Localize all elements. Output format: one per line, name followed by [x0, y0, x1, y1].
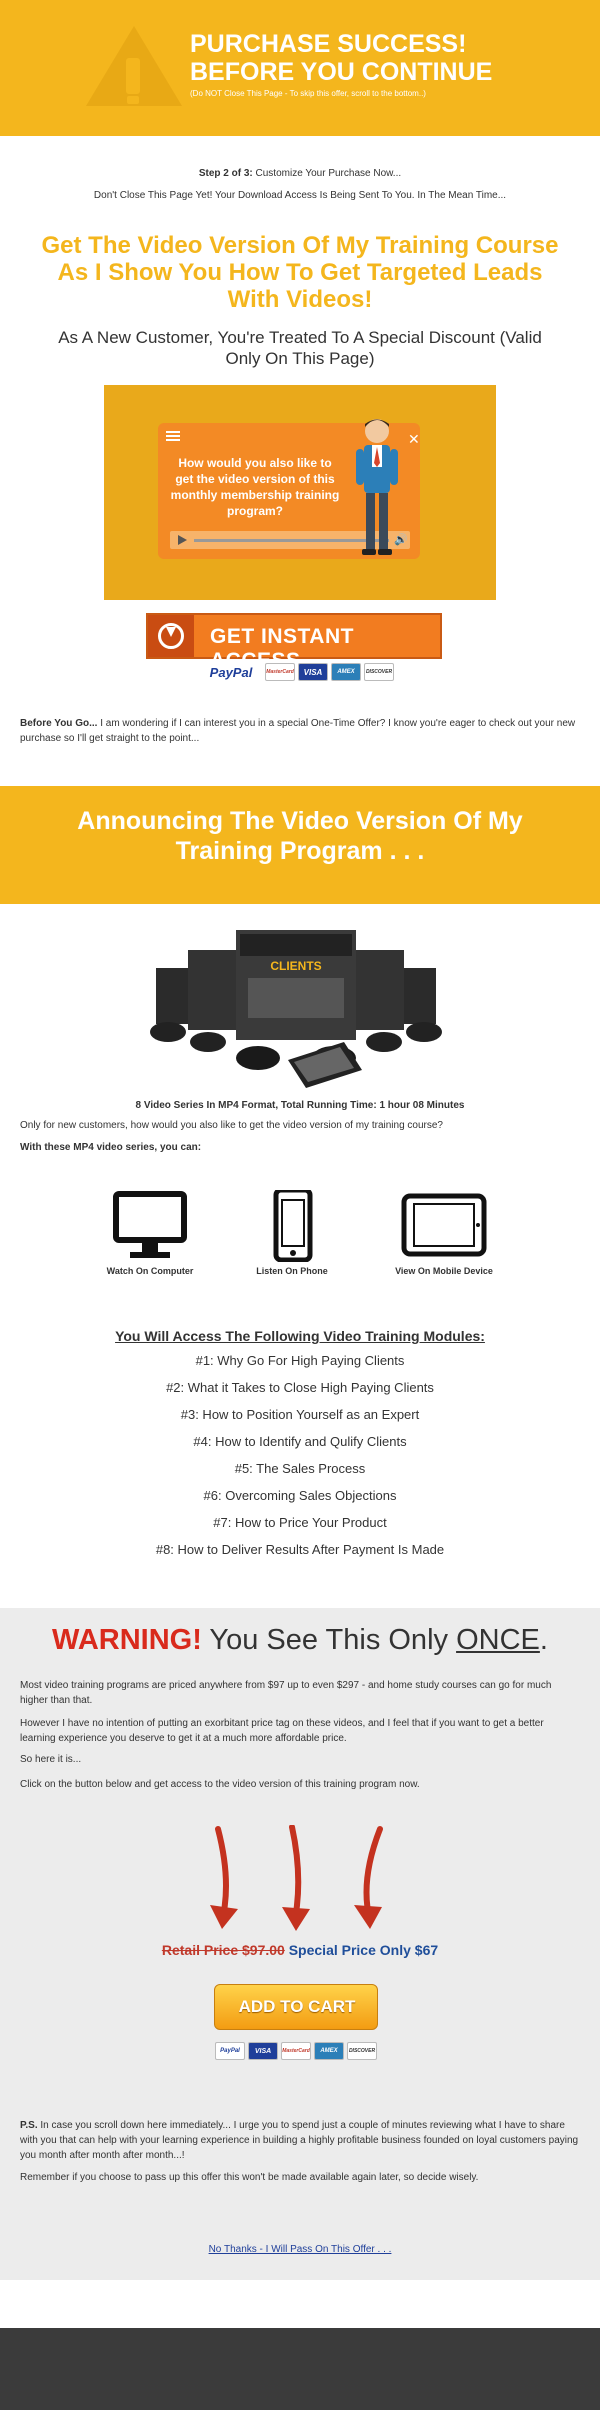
no-thanks-link[interactable]: No Thanks - I Will Pass On This Offer . … — [208, 2244, 392, 2255]
video-slide-text: How would you also like to get the video… — [170, 456, 340, 518]
volume-icon[interactable]: 🔊 — [394, 534, 408, 546]
warning-icon-mark — [126, 58, 140, 94]
module-item: #5: The Sales Process — [234, 1461, 366, 1476]
remember-paragraph: Remember if you choose to pass up this o… — [20, 2172, 479, 2183]
offer-section — [0, 1608, 600, 2280]
payment-cards-top: PayPal MasterCard VISA AMEX DISCOVER — [200, 663, 394, 683]
warning-paragraph-2: However I have no intention of putting a… — [20, 1718, 544, 1744]
add-to-cart-button[interactable]: ADD TO CART — [214, 1984, 378, 2030]
header-banner: PURCHASE SUCCESS! BEFORE YOU CONTINUE (D… — [0, 0, 600, 136]
menu-icon — [166, 431, 180, 443]
header-subtitle: (Do NOT Close This Page - To skip this o… — [190, 89, 426, 98]
computer-icon — [113, 1191, 187, 1258]
warning-paragraph-4: Click on the button below and get access… — [20, 1779, 420, 1790]
warning-icon-dot — [127, 96, 139, 104]
mastercard-logo: MasterCard — [281, 2042, 311, 2060]
mastercard-logo: MasterCard — [265, 663, 295, 681]
header-title: PURCHASE SUCCESS! BEFORE YOU CONTINUE — [190, 30, 493, 86]
module-item: #4: How to Identify and Qulify Clients — [193, 1434, 407, 1449]
video-progress-track[interactable] — [194, 539, 389, 542]
price-line: Retail Price $97.00 Special Price Only $… — [0, 1942, 600, 1958]
with-these-text: With these MP4 video series, you can: — [20, 1142, 202, 1153]
discount-subhead: As A New Customer, You're Treated To A S… — [58, 328, 542, 368]
visa-logo: VISA — [298, 663, 328, 681]
warning-paragraph-3: So here it is... — [20, 1754, 82, 1765]
announce-title: Announcing The Video Version Of My Train… — [77, 807, 523, 865]
presenter-illustration — [356, 419, 398, 555]
product-bundle-image: CLIENTS — [150, 930, 442, 1088]
module-item: #2: What it Takes to Close High Paying C… — [166, 1380, 434, 1395]
device-phone: Listen On Phone — [222, 1187, 362, 1276]
get-instant-access-button[interactable]: GET INSTANT ACCESS — [146, 613, 442, 672]
video-player[interactable]: ✕ How would you also like to get the vid… — [104, 385, 496, 600]
discover-logo: DISCOVER — [364, 663, 394, 681]
visa-logo: VISA — [248, 2042, 278, 2060]
device-computer: Watch On Computer — [80, 1190, 220, 1276]
amex-logo: AMEX — [314, 2042, 344, 2060]
payment-cards-bottom: PayPal VISA MasterCard AMEX DISCOVER — [215, 2042, 377, 2062]
discover-logo: DISCOVER — [347, 2042, 377, 2060]
announce-banner: Announcing The Video Version Of My Train… — [0, 786, 600, 904]
special-price: Special Price Only $67 — [288, 1942, 439, 1958]
red-arrows-icon — [210, 1825, 383, 1931]
module-item: #3: How to Position Yourself as an Exper… — [180, 1407, 420, 1422]
modules-list: #1: Why Go For High Paying Clients #2: W… — [0, 1353, 600, 1569]
phone-icon — [273, 1187, 313, 1263]
module-item: #1: Why Go For High Paying Clients — [195, 1353, 405, 1368]
dont-close-text: Don't Close This Page Yet! Your Download… — [93, 190, 507, 201]
only-for-text: Only for new customers, how would you al… — [20, 1120, 443, 1131]
tablet-icon — [401, 1193, 487, 1257]
close-icon: ✕ — [408, 431, 420, 447]
module-item: #7: How to Price Your Product — [213, 1515, 387, 1530]
amex-logo: AMEX — [331, 663, 361, 681]
warning-heading: WARNING! You See This Only ONCE. — [52, 1624, 548, 1656]
page-footer — [0, 2328, 600, 2410]
ps-paragraph: P.S. In case you scroll down here immedi… — [20, 2120, 579, 2161]
main-headline: Get The Video Version Of My Training Cou… — [41, 232, 559, 313]
step-indicator: Step 2 of 3: Customize Your Purchase Now… — [198, 168, 402, 179]
module-item: #6: Overcoming Sales Objections — [203, 1488, 397, 1503]
video-controls[interactable]: 🔊 — [170, 531, 410, 549]
before-you-go-text: Before You Go... I am wondering if I can… — [20, 718, 576, 744]
paypal-logo: PayPal — [215, 2042, 245, 2060]
product-box-label: CLIENTS — [270, 959, 321, 973]
device-tablet: View On Mobile Device — [374, 1190, 514, 1276]
modules-title: You Will Access The Following Video Trai… — [115, 1328, 485, 1344]
retail-price: Retail Price $97.00 — [161, 1942, 285, 1958]
play-icon[interactable] — [178, 535, 187, 545]
download-icon — [148, 615, 194, 657]
paypal-logo: PayPal — [209, 664, 253, 680]
product-caption: 8 Video Series In MP4 Format, Total Runn… — [135, 1100, 465, 1111]
module-item: #8: How to Deliver Results After Payment… — [155, 1542, 445, 1557]
warning-paragraph-1: Most video training programs are priced … — [20, 1680, 552, 1706]
